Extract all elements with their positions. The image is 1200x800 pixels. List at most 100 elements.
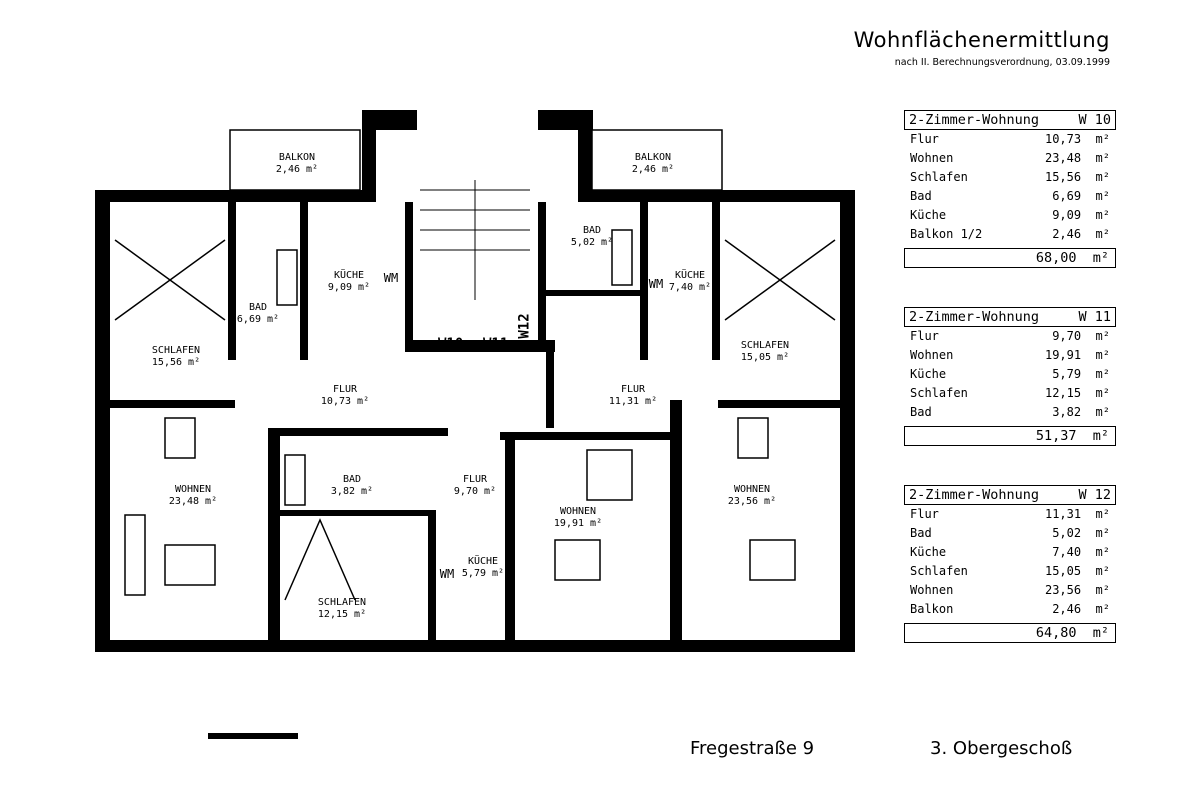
total-area: 68,00 m² <box>904 248 1116 268</box>
room-area: 5,02 <box>1052 526 1082 540</box>
room-name: BAD <box>248 302 268 313</box>
total-area: 51,37 m² <box>904 426 1116 446</box>
unit: m² <box>1095 564 1110 578</box>
table-header: 2-Zimmer-Wohnung W 11 <box>904 307 1116 327</box>
unit-id: W 12 <box>1078 487 1111 503</box>
room-area: 19,91 <box>553 518 585 529</box>
room-name: Küche <box>910 208 947 222</box>
unit: m² <box>1092 428 1109 444</box>
room-area: 11,31 <box>1044 507 1082 521</box>
page-title: Wohnflächenermittlung <box>853 28 1110 52</box>
apartment-type: 2-Zimmer-Wohnung <box>909 309 1040 325</box>
total-area: 64,80 m² <box>904 623 1116 643</box>
room-area: 10,73 <box>320 396 352 407</box>
apartment-type: 2-Zimmer-Wohnung <box>909 487 1040 503</box>
room-name: Flur <box>910 132 939 146</box>
room-name: Bad <box>910 405 932 419</box>
unit: m² <box>205 496 218 507</box>
unit: m² <box>699 282 712 293</box>
apartment-type: 2-Zimmer-Wohnung <box>909 112 1040 128</box>
room-name: Schlafen <box>910 564 968 578</box>
room-area: 3,82 <box>330 486 356 497</box>
room-area: 5,79 <box>1052 367 1082 381</box>
unit: m² <box>764 496 777 507</box>
room-area: 2,46 <box>275 164 301 175</box>
room-name: SCHLAFEN <box>317 597 367 608</box>
room-area: 9,09 <box>1052 208 1082 222</box>
unit: m² <box>1095 329 1110 343</box>
room-area: 23,56 <box>727 496 759 507</box>
room-name: FLUR <box>332 384 358 395</box>
room-name: KÜCHE <box>333 270 365 281</box>
room-name: BAD <box>342 474 362 485</box>
unit: m² <box>645 396 658 407</box>
room-name: Schlafen <box>910 386 968 400</box>
room-area: 12,15 <box>1044 386 1082 400</box>
room-name: KÜCHE <box>467 556 499 567</box>
unit: m² <box>267 314 280 325</box>
balconies <box>229 129 723 191</box>
room-name: Wohnen <box>910 348 954 362</box>
unit: m² <box>357 396 370 407</box>
room-name: SCHLAFEN <box>151 345 201 356</box>
unit: m² <box>1095 367 1110 381</box>
room-area: 6,69 <box>1052 189 1082 203</box>
stairs <box>420 180 530 300</box>
room-area: 9,70 <box>1052 329 1082 343</box>
scale-bar <box>208 733 298 739</box>
room-name: WOHNEN <box>174 484 212 495</box>
room-name: WOHNEN <box>733 484 771 495</box>
unit: m² <box>601 237 614 248</box>
furniture <box>114 229 836 601</box>
unit: m² <box>188 357 201 368</box>
unit: m² <box>590 518 603 529</box>
room-name: Wohnen <box>910 583 954 597</box>
washing-machine-label: WM <box>383 271 399 285</box>
unit: m² <box>1092 625 1109 641</box>
total-value: 64,80 <box>1035 625 1077 641</box>
room-name: Bad <box>910 189 932 203</box>
room-area: 5,02 <box>570 237 596 248</box>
unit: m² <box>1095 227 1110 241</box>
total-value: 68,00 <box>1035 250 1077 266</box>
room-area: 5,79 <box>461 568 487 579</box>
unit-label: W12 <box>516 313 533 339</box>
room-name: Balkon 1/2 <box>910 227 983 241</box>
unit: m² <box>306 164 319 175</box>
unit: m² <box>1095 151 1110 165</box>
page-subtitle: nach II. Berechnungsverordnung, 03.09.19… <box>894 57 1110 68</box>
total-value: 51,37 <box>1035 428 1077 444</box>
unit: m² <box>1095 208 1110 222</box>
room-area: 23,48 <box>168 496 200 507</box>
washing-machine-label: WM <box>439 567 455 581</box>
room-area: 9,09 <box>327 282 353 293</box>
table-row: Küche 9,09 m² <box>904 206 1116 225</box>
room-area: 15,05 <box>740 352 772 363</box>
room-area: 7,40 <box>1052 545 1082 559</box>
room-area: 19,91 <box>1044 348 1082 362</box>
unit-id: W 11 <box>1078 309 1111 325</box>
unit: m² <box>1095 583 1110 597</box>
room-area: 12,15 <box>317 609 349 620</box>
